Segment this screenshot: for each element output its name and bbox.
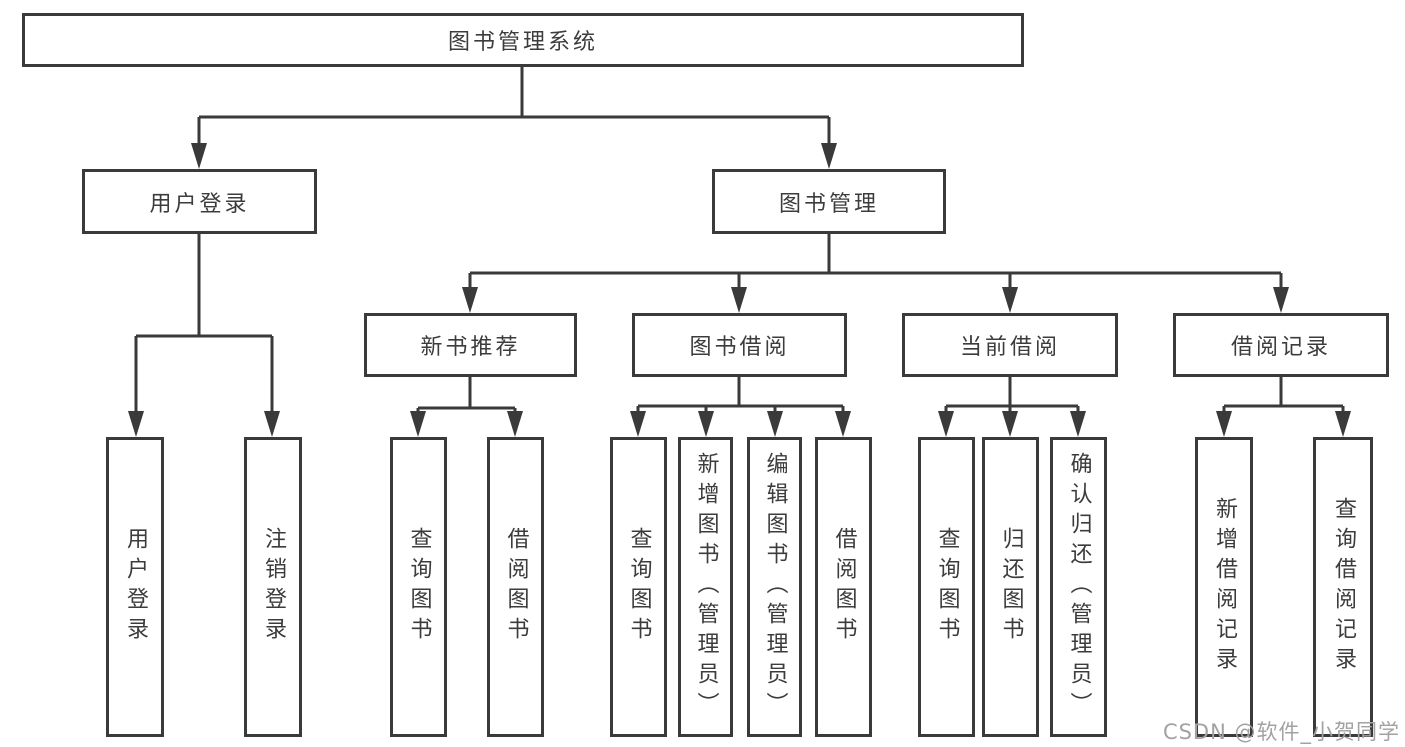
leaf-return-books: 归还图书 [982, 437, 1039, 737]
leaf-user-login: 用户登录 [106, 437, 164, 737]
leaf-borrow-books-borrow-label: 借阅图书 [831, 527, 857, 647]
leaf-add-books-admin: 新增图书（管理员） [678, 437, 733, 737]
leaf-logout-label: 注销登录 [261, 527, 286, 647]
leaf-add-books-admin-label: 新增图书（管理员） [693, 452, 719, 722]
leaf-add-borrow-record: 新增借阅记录 [1195, 437, 1253, 737]
leaf-edit-books-admin-label: 编辑图书（管理员） [762, 452, 788, 722]
leaf-query-books-borrow: 查询图书 [610, 437, 667, 737]
node-new-book-recommend: 新书推荐 [364, 313, 577, 377]
leaf-borrow-books-newbooks: 借阅图书 [487, 437, 544, 737]
leaf-query-borrow-record: 查询借阅记录 [1313, 437, 1373, 737]
leaf-query-books-newbooks: 查询图书 [390, 437, 447, 737]
leaf-user-login-label: 用户登录 [123, 527, 148, 647]
leaf-add-borrow-record-label: 新增借阅记录 [1212, 497, 1237, 677]
leaf-edit-books-admin: 编辑图书（管理员） [747, 437, 802, 737]
leaf-query-books-current: 查询图书 [918, 437, 975, 737]
leaf-query-books-current-label: 查询图书 [934, 527, 960, 647]
leaf-return-books-label: 归还图书 [998, 527, 1024, 647]
leaf-borrow-books-newbooks-label: 借阅图书 [503, 527, 529, 647]
node-book-borrow: 图书借阅 [632, 313, 847, 377]
node-library-management-system: 图书管理系统 [22, 13, 1024, 67]
leaf-logout: 注销登录 [244, 437, 302, 737]
node-current-borrow: 当前借阅 [902, 313, 1118, 377]
leaf-confirm-return-admin: 确认归还（管理员） [1050, 437, 1107, 737]
csdn-watermark: CSDN @软件_小贺同学 [1162, 720, 1400, 744]
leaf-query-books-borrow-label: 查询图书 [626, 527, 652, 647]
leaf-query-borrow-record-label: 查询借阅记录 [1331, 497, 1356, 677]
leaf-borrow-books-borrow: 借阅图书 [815, 437, 872, 737]
leaf-confirm-return-admin-label: 确认归还（管理员） [1066, 452, 1092, 722]
leaf-query-books-newbooks-label: 查询图书 [406, 527, 432, 647]
node-borrow-records: 借阅记录 [1173, 313, 1389, 377]
node-book-management: 图书管理 [712, 169, 946, 234]
node-user-login: 用户登录 [82, 169, 317, 234]
